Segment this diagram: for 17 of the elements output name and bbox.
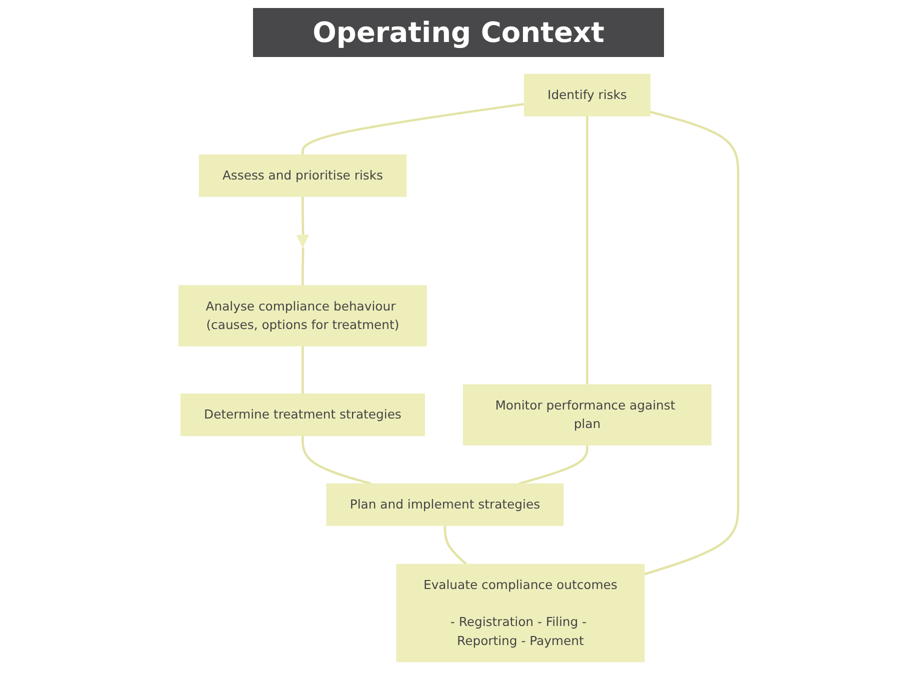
node-box: Plan and implement strategies	[326, 483, 564, 526]
node-box: Monitor performance against plan	[462, 384, 712, 446]
connector	[586, 116, 588, 385]
connector	[302, 247, 304, 286]
title: Operating Context	[252, 8, 664, 57]
connector	[518, 445, 588, 485]
node-box: Identify risks	[524, 74, 650, 116]
node-box: Analyse compliance behaviour (causes, options for treatment)	[178, 285, 427, 346]
node-box: Assess and prioritise risks	[198, 154, 407, 197]
connector	[444, 526, 468, 566]
connector	[644, 110, 740, 576]
connector	[302, 196, 304, 236]
node-box: Determine treatment strategies	[180, 394, 425, 436]
connector	[302, 436, 372, 485]
connector	[302, 346, 304, 394]
node-box: Evaluate compliance outcomes - Registration - Filing - Reporting - Payment	[396, 564, 645, 662]
connector	[302, 102, 524, 155]
